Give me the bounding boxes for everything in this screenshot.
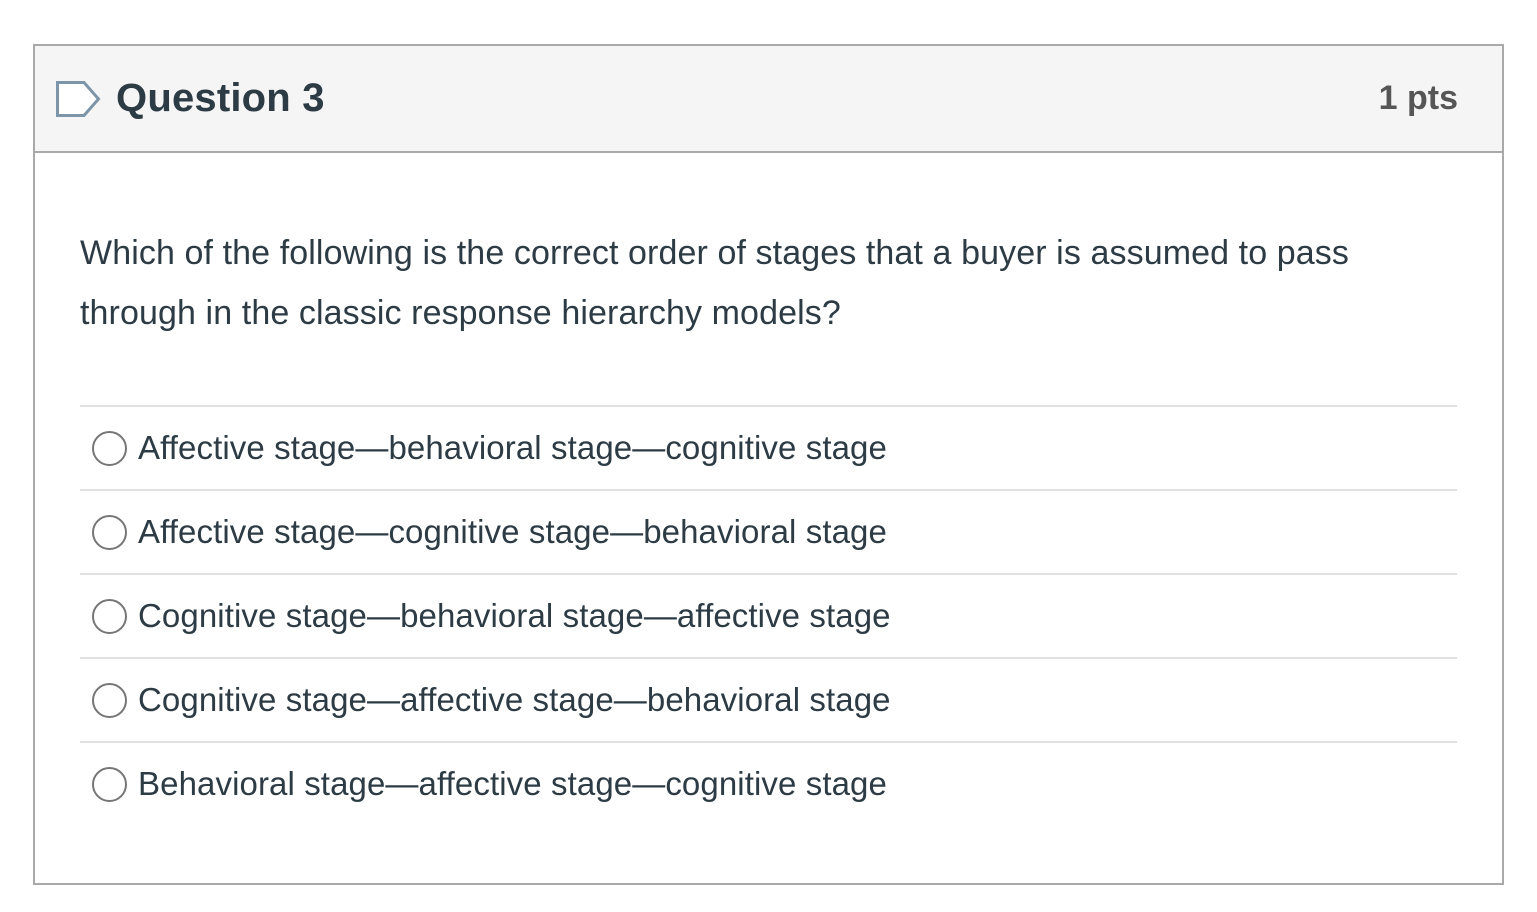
answer-label: Affective stage—behavioral stage—cogniti… [138, 429, 887, 466]
answer-option[interactable]: Behavioral stage—affective stage—cogniti… [80, 741, 1457, 825]
question-header: Question 3 1 pts [35, 46, 1502, 153]
answer-label: Cognitive stage—behavioral stage—affecti… [138, 597, 891, 634]
question-card: Question 3 1 pts Which of the following … [33, 44, 1504, 885]
answer-label: Affective stage—cognitive stage—behavior… [138, 513, 887, 550]
radio-button[interactable] [92, 598, 127, 634]
radio-button[interactable] [92, 682, 127, 718]
question-body: Which of the following is the correct or… [35, 153, 1502, 883]
answer-option[interactable]: Cognitive stage—affective stage—behavior… [80, 657, 1457, 741]
radio-button[interactable] [92, 766, 127, 802]
question-points: 1 pts [1378, 79, 1458, 117]
answer-option[interactable]: Cognitive stage—behavioral stage—affecti… [80, 573, 1457, 657]
question-text: Which of the following is the correct or… [80, 234, 1350, 332]
answer-label: Cognitive stage—affective stage—behavior… [138, 681, 891, 718]
radio-button[interactable] [92, 430, 127, 466]
answer-option[interactable]: Affective stage—behavioral stage—cogniti… [80, 405, 1457, 489]
question-marker-icon [55, 80, 101, 118]
answers-list: Affective stage—behavioral stage—cogniti… [80, 405, 1457, 825]
answer-option[interactable]: Affective stage—cognitive stage—behavior… [80, 489, 1457, 573]
answer-label: Behavioral stage—affective stage—cogniti… [138, 765, 887, 802]
question-title: Question 3 [116, 76, 325, 120]
radio-button[interactable] [92, 514, 127, 550]
